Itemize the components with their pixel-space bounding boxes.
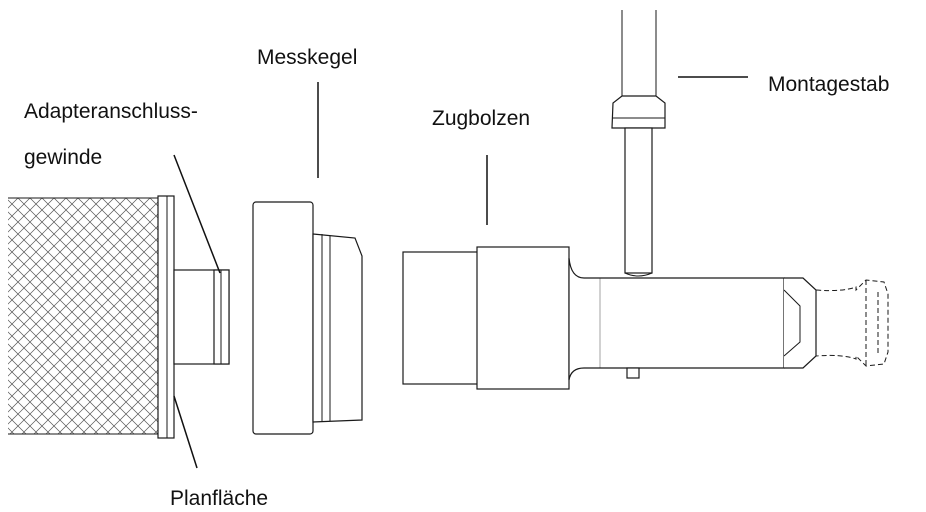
messkegel-label: Messkegel [257, 46, 357, 69]
zugbolzen-label: Zugbolzen [432, 107, 530, 130]
adapter-thread [173, 269, 230, 365]
montagestab-part [611, 10, 666, 277]
planflaeche-flange [157, 195, 175, 439]
knurled-body [8, 197, 158, 435]
messkegel-part [252, 201, 363, 435]
montagestab-label: Montagestab [768, 73, 889, 96]
planflaeche-label: Planfläche [170, 487, 268, 510]
adapter-label-line2: gewinde [24, 146, 102, 169]
zugbolzen-part [402, 246, 889, 390]
planflaeche-leader-line [173, 395, 198, 469]
adapter-label-line1: Adapteranschluss- [24, 100, 198, 123]
adapter-leader-line [173, 154, 221, 274]
